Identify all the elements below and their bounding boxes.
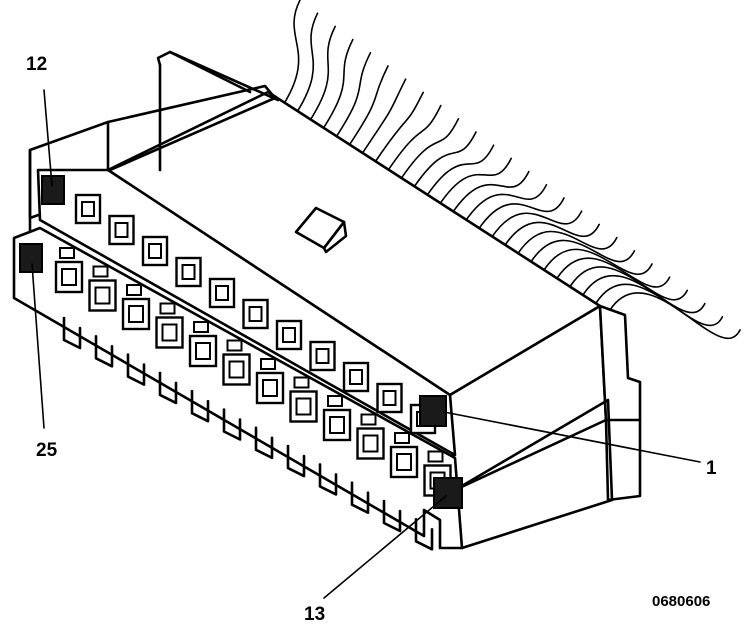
wire (609, 292, 741, 339)
upper-cavity (275, 319, 303, 351)
wire (398, 118, 460, 183)
wire (543, 248, 653, 276)
wire (516, 230, 618, 255)
lower-cavity (88, 265, 117, 312)
lower-cavity (322, 395, 352, 442)
callout-1: 1 (706, 458, 717, 479)
wire (411, 131, 477, 191)
upper-cavity (141, 235, 169, 267)
wire (424, 144, 495, 199)
figure-id: 0680606 (652, 593, 710, 610)
wire (358, 78, 407, 159)
lower-cavity (54, 247, 84, 294)
lower-cavity (356, 413, 385, 460)
wire (490, 210, 583, 239)
wire (332, 52, 372, 143)
wire (437, 157, 512, 207)
latch-arm (598, 304, 642, 502)
wire (371, 91, 424, 167)
comb-tooth (286, 444, 306, 478)
upper-cavity (108, 214, 135, 246)
comb-tooth (414, 518, 434, 551)
comb-tooth (126, 353, 146, 386)
callout-13: 13 (304, 604, 325, 625)
comb-tooth (350, 481, 370, 514)
wire (556, 257, 671, 288)
upper-cavity (242, 298, 269, 330)
rear-flange (156, 50, 252, 94)
comb-tooth (382, 499, 402, 533)
wire (503, 221, 600, 247)
wire (477, 197, 565, 231)
callout-25: 25 (36, 440, 58, 461)
lower-cavity-row (54, 247, 452, 497)
connector-body (28, 50, 642, 550)
wire (464, 184, 548, 223)
comb-tooth (318, 463, 338, 496)
lower-cavity (188, 321, 218, 368)
lower-comb-teeth (62, 316, 434, 551)
comb-tooth (190, 389, 210, 423)
wire (384, 104, 442, 175)
pin-1-marker (419, 395, 447, 427)
lower-cavity (389, 432, 419, 479)
callout-12: 12 (26, 54, 47, 75)
wire (305, 25, 336, 127)
comb-tooth (254, 426, 274, 460)
comb-tooth (158, 371, 178, 405)
upper-cavity (342, 361, 370, 393)
comb-tooth (222, 408, 242, 441)
wire (292, 12, 319, 119)
wire (530, 239, 636, 263)
lower-cavity (222, 339, 251, 386)
leader-25 (31, 263, 45, 429)
leader-13 (323, 495, 447, 599)
upper-cavity (74, 193, 102, 225)
wire (569, 266, 688, 301)
wire (582, 275, 706, 314)
pin-12-marker (41, 175, 65, 205)
lower-cavity (289, 376, 318, 423)
wire (345, 65, 389, 151)
wire (279, 0, 301, 111)
pin-25-marker (19, 243, 43, 273)
upper-cavity (208, 277, 236, 309)
wire-bundle (279, 0, 741, 339)
wire (450, 170, 530, 215)
latch-plate (453, 398, 642, 550)
upper-cavity (376, 382, 403, 414)
leader-1 (443, 411, 701, 463)
wire (318, 38, 354, 135)
comb-tooth (94, 335, 114, 368)
lower-cavity (121, 284, 151, 331)
upper-cavity (175, 256, 202, 288)
upper-cavity (309, 340, 336, 372)
lower-cavity (155, 302, 184, 349)
leader-12 (43, 89, 53, 187)
comb-tooth (62, 316, 82, 350)
lower-cavity (255, 358, 285, 405)
